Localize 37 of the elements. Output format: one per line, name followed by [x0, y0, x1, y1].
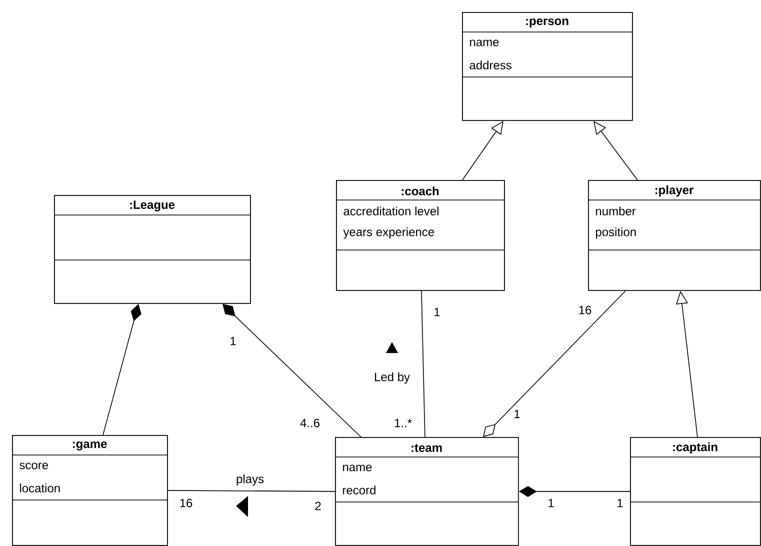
association-line	[421, 290, 426, 438]
class-box	[334, 437, 519, 546]
class-box	[588, 180, 761, 291]
class-name: :League	[130, 200, 175, 212]
multiplicity: 4..6	[300, 418, 320, 428]
class-name: :coach	[402, 186, 439, 196]
edge-label: plays	[235, 473, 265, 487]
class-name: :player	[655, 185, 694, 197]
edge-label: Led by	[373, 371, 412, 385]
class-name: :game	[73, 442, 107, 450]
multiplicity: 2	[315, 502, 321, 510]
multiplicity: 16	[180, 498, 192, 508]
attribute: position	[596, 227, 636, 239]
attribute: location	[20, 484, 60, 492]
multiplicity: 1	[514, 410, 520, 418]
attribute: name	[470, 40, 499, 46]
multiplicity: 1	[230, 336, 236, 346]
attribute: record	[343, 486, 376, 494]
attribute: address	[470, 60, 512, 70]
class-box	[12, 435, 168, 546]
attribute: accreditation level	[344, 206, 438, 216]
multiplicity: 1	[548, 498, 554, 508]
association-line	[168, 490, 336, 492]
class-box	[630, 437, 761, 546]
multiplicity: 16	[579, 306, 592, 314]
class-box	[462, 12, 633, 121]
class-name: :person	[526, 18, 568, 28]
attribute: name	[343, 464, 372, 472]
attribute: years experience	[343, 227, 434, 239]
attribute: score	[20, 462, 48, 470]
class-name: :team	[412, 444, 442, 452]
attribute: number	[596, 206, 636, 216]
class-name: :captain	[673, 442, 718, 454]
class-box	[54, 195, 251, 304]
class-box	[336, 180, 505, 291]
multiplicity: 1	[434, 308, 440, 316]
multiplicity: 1	[618, 498, 623, 508]
